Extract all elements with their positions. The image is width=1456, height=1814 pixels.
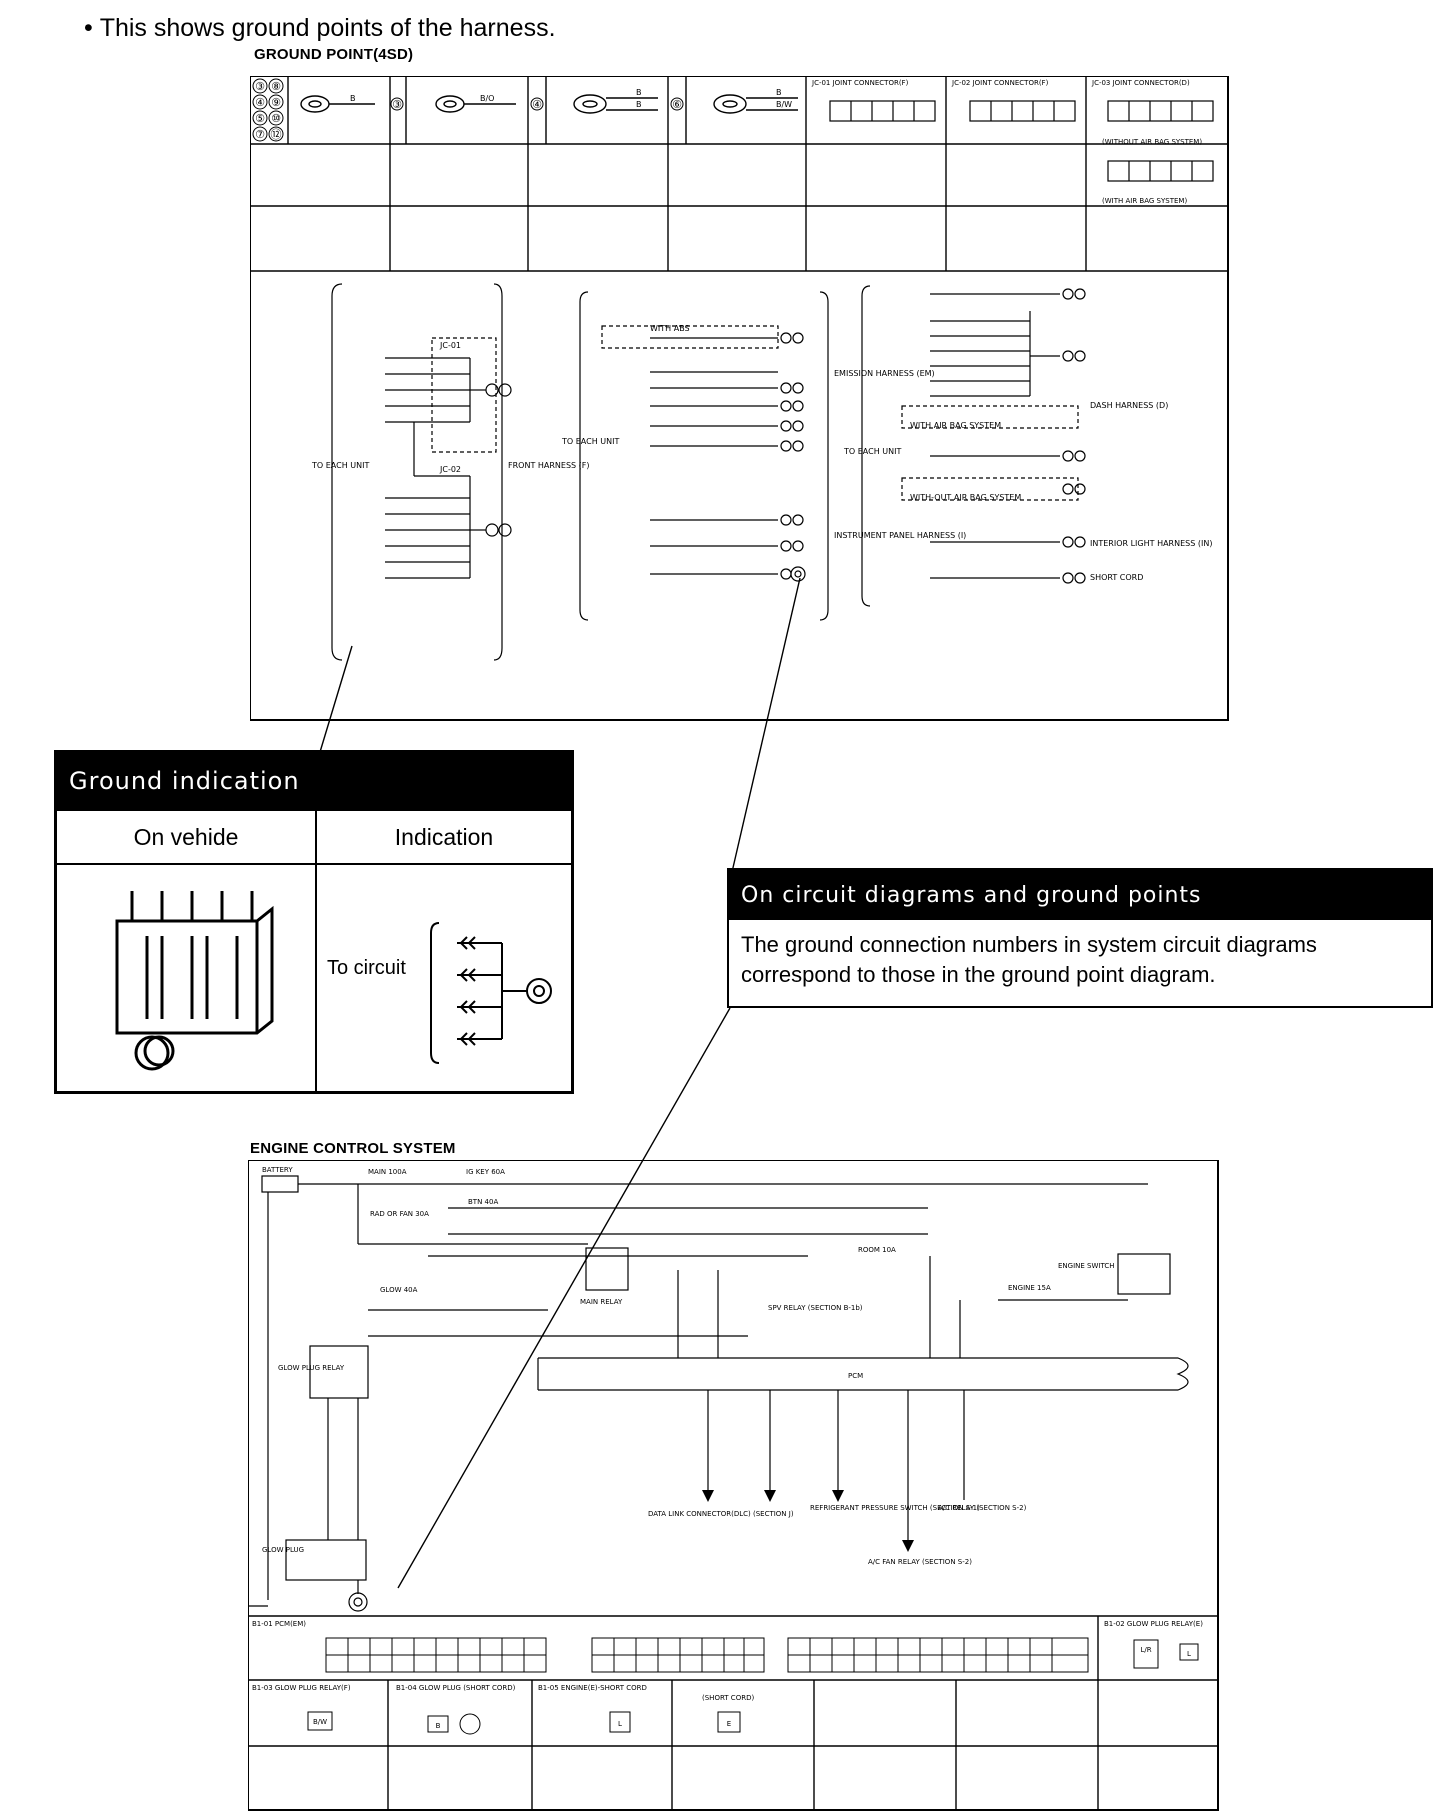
svg-text:JC-02: JC-02	[439, 465, 461, 474]
svg-text:⑦: ⑦	[255, 128, 265, 141]
svg-text:④: ④	[255, 96, 265, 109]
svg-text:⑥: ⑥	[672, 98, 682, 111]
col-indication: Indication	[394, 823, 494, 850]
svg-text:B1-01 PCM(EM): B1-01 PCM(EM)	[252, 1620, 306, 1628]
svg-text:③: ③	[392, 98, 402, 111]
svg-text:B/W: B/W	[776, 100, 792, 109]
svg-text:B: B	[636, 100, 642, 109]
circuit-note-panel: On circuit diagrams and ground points Th…	[727, 868, 1433, 1008]
svg-text:B1-02 GLOW PLUG RELAY(E): B1-02 GLOW PLUG RELAY(E)	[1104, 1620, 1203, 1628]
emission-harness-wiring	[579, 291, 829, 621]
svg-text:B1-05 ENGINE(E)-SHORT CORD: B1-05 ENGINE(E)-SHORT CORD	[538, 1684, 647, 1692]
to-circuit-label: To circuit	[327, 957, 406, 979]
svg-text:GLOW PLUG RELAY: GLOW PLUG RELAY	[278, 1364, 345, 1372]
vehicle-ground-icon	[115, 891, 274, 1071]
jc01-label: JC-01 JOINT CONNECTOR(F)	[811, 79, 909, 87]
joint-connector-shapes	[829, 100, 1214, 182]
terminal-grid: ③ ⑧ ④ ⑨ ⑤ ⑩ ⑦ ⑫	[252, 78, 284, 142]
connector-codes: B/W B L E L/R L	[313, 1646, 1191, 1730]
svg-text:③: ③	[255, 80, 265, 93]
svg-text:GLOW 40A: GLOW 40A	[380, 1286, 418, 1294]
svg-text:TO EACH UNIT: TO EACH UNIT	[561, 437, 619, 446]
front-harness-labels: TO EACH UNIT FRONT HARNESS (F) JC-01 JC-…	[311, 341, 590, 474]
svg-text:B: B	[776, 88, 782, 97]
jc02-label: JC-02 JOINT CONNECTOR(F)	[951, 79, 1049, 87]
svg-text:B: B	[636, 88, 642, 97]
svg-text:A/C FAN RELAY (SECTION S-2): A/C FAN RELAY (SECTION S-2)	[868, 1558, 972, 1566]
svg-text:⑨: ⑨	[271, 96, 281, 109]
svg-text:⑩: ⑩	[271, 112, 281, 125]
svg-text:PCM: PCM	[848, 1372, 863, 1380]
intro-text: • This shows ground points of the harnes…	[84, 14, 556, 42]
dash-harness-wiring	[861, 285, 1086, 607]
svg-text:⑧: ⑧	[271, 80, 281, 93]
svg-text:EMISSION HARNESS (EM): EMISSION HARNESS (EM)	[834, 369, 935, 378]
svg-text:REFRIGERANT PRESSURE SWITCH (S: REFRIGERANT PRESSURE SWITCH (SECTION S-1…	[810, 1504, 980, 1512]
svg-text:BTN 40A: BTN 40A	[468, 1198, 498, 1206]
svg-text:ENGINE SWITCH: ENGINE SWITCH	[1058, 1262, 1114, 1270]
ground-point-title: GROUND POINT(4SD)	[254, 46, 414, 63]
svg-text:B: B	[350, 94, 356, 103]
svg-text:RAD OR FAN 30A: RAD OR FAN 30A	[370, 1210, 429, 1218]
svg-text:SPV RELAY (SECTION B-1b): SPV RELAY (SECTION B-1b)	[768, 1304, 863, 1312]
svg-text:ENGINE 15A: ENGINE 15A	[1008, 1284, 1051, 1292]
dash-harness-labels: DASH HARNESS (D) WITH AIR BAG SYSTEM WIT…	[843, 401, 1212, 582]
svg-text:DATA LINK CONNECTOR(DLC) (SECT: DATA LINK CONNECTOR(DLC) (SECTION J)	[648, 1510, 794, 1518]
engine-control-diagram: BATTERY MAIN 100A IG KEY 60A BTN 40A RAD…	[248, 1160, 1219, 1811]
svg-text:FRONT HARNESS (F): FRONT HARNESS (F)	[508, 461, 590, 470]
svg-text:INSTRUMENT PANEL HARNESS (I): INSTRUMENT PANEL HARNESS (I)	[834, 531, 966, 540]
ring-terminal-icons	[300, 94, 798, 114]
svg-text:GLOW PLUG: GLOW PLUG	[262, 1546, 304, 1554]
svg-text:TO EACH UNIT: TO EACH UNIT	[311, 461, 369, 470]
circuit-note-header: On circuit diagrams and ground points	[729, 870, 1431, 920]
svg-text:B/W: B/W	[313, 1718, 327, 1726]
ground-point-diagram: ③ ⑧ ④ ⑨ ⑤ ⑩ ⑦ ⑫ B B/O B B B B/W ③ ④ ⑥ JC…	[250, 76, 1229, 721]
svg-text:L: L	[1187, 1650, 1191, 1658]
svg-text:SHORT CORD: SHORT CORD	[1090, 573, 1143, 582]
circuit-labels: BATTERY MAIN 100A IG KEY 60A BTN 40A RAD…	[262, 1166, 1114, 1566]
connector-table-labels: B1-01 PCM(EM) B1-02 GLOW PLUG RELAY(E) B…	[252, 1620, 1203, 1702]
circuit-note-body: The ground connection numbers in system …	[741, 932, 1317, 987]
ground-indication-panel: Ground indication On vehide Indication T…	[54, 750, 574, 1094]
svg-text:TO EACH UNIT: TO EACH UNIT	[843, 447, 901, 456]
ground-indication-header: Ground indication	[57, 753, 571, 809]
svg-text:ROOM 10A: ROOM 10A	[858, 1246, 896, 1254]
svg-text:WITH AIR BAG SYSTEM: WITH AIR BAG SYSTEM	[910, 421, 1001, 430]
svg-text:(WITH AIR BAG SYSTEM): (WITH AIR BAG SYSTEM)	[1102, 197, 1187, 205]
svg-text:MAIN 100A: MAIN 100A	[368, 1168, 407, 1176]
svg-text:L: L	[618, 1720, 622, 1728]
svg-text:④: ④	[532, 98, 542, 111]
emission-harness-labels: WITH ABS EMISSION HARNESS (EM) INSTRUMEN…	[561, 324, 966, 540]
circuit-wiring	[248, 1175, 1189, 1612]
engine-control-title: ENGINE CONTROL SYSTEM	[250, 1140, 456, 1157]
svg-text:IG KEY 60A: IG KEY 60A	[466, 1168, 505, 1176]
svg-text:(WITHOUT AIR BAG SYSTEM): (WITHOUT AIR BAG SYSTEM)	[1102, 138, 1202, 146]
svg-text:(SHORT CORD): (SHORT CORD)	[702, 1694, 754, 1702]
svg-text:L/R: L/R	[1140, 1646, 1151, 1654]
svg-text:WITH-OUT AIR BAG SYSTEM: WITH-OUT AIR BAG SYSTEM	[910, 493, 1021, 502]
svg-text:INTERIOR LIGHT HARNESS (IN): INTERIOR LIGHT HARNESS (IN)	[1090, 539, 1212, 548]
svg-text:B1-03 GLOW PLUG RELAY(F): B1-03 GLOW PLUG RELAY(F)	[252, 1684, 351, 1692]
bullet-icon: •	[84, 14, 100, 42]
front-harness-wiring	[331, 283, 512, 661]
svg-text:⑤: ⑤	[255, 112, 265, 125]
col-on-vehicle: On vehide	[133, 823, 239, 850]
svg-text:B: B	[436, 1722, 441, 1730]
svg-text:⑫: ⑫	[271, 128, 282, 141]
ground-symbol-icon	[430, 922, 552, 1064]
svg-text:WITH ABS: WITH ABS	[650, 324, 690, 333]
pcm-terminal-grid	[307, 1637, 1199, 1735]
svg-text:BATTERY: BATTERY	[262, 1166, 293, 1174]
svg-text:DASH HARNESS (D): DASH HARNESS (D)	[1090, 401, 1168, 410]
svg-text:A/C RELAY (SECTION S-2): A/C RELAY (SECTION S-2)	[938, 1504, 1027, 1512]
svg-text:B/O: B/O	[480, 94, 494, 103]
svg-text:E: E	[727, 1720, 731, 1728]
svg-text:JC-01: JC-01	[439, 341, 461, 350]
svg-text:B1-04 GLOW PLUG (SHORT CORD): B1-04 GLOW PLUG (SHORT CORD)	[396, 1684, 516, 1692]
svg-text:MAIN RELAY: MAIN RELAY	[580, 1298, 623, 1306]
jc03-label: JC-03 JOINT CONNECTOR(D)	[1091, 79, 1190, 87]
